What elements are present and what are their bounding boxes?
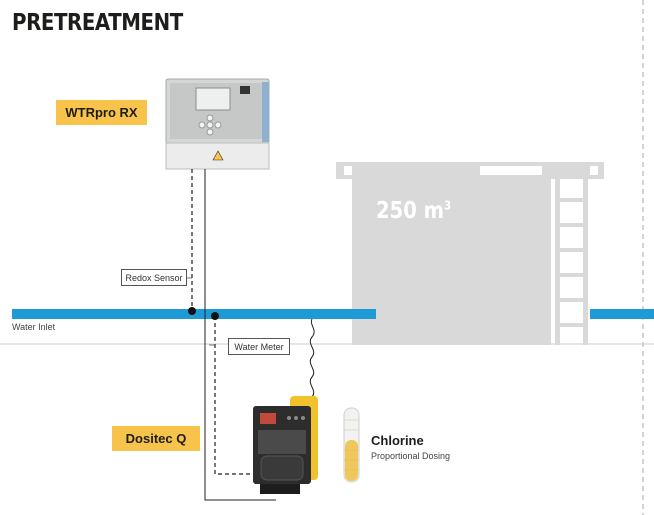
water-meter-label: Water Meter — [228, 338, 290, 355]
controller-tag: WTRpro RX — [56, 100, 147, 125]
pump-tag: Dositec Q — [112, 426, 200, 451]
controller-to-pump-line — [204, 169, 276, 501]
tank-volume-exponent: 3 — [443, 198, 452, 213]
water-meter-point — [211, 312, 219, 320]
water-tank — [336, 162, 604, 345]
redox-sensor-label: Redox Sensor — [121, 269, 187, 286]
redox-sensor-point — [188, 307, 196, 315]
chemical-description: Proportional Dosing — [371, 451, 451, 461]
meter-to-pump-dashed — [214, 316, 263, 475]
page-title: PRETREATMENT — [12, 10, 183, 36]
tank-volume-value: 250 m — [376, 198, 444, 224]
tank-volume: 250 m3 — [376, 198, 451, 224]
controller-device — [165, 78, 270, 170]
water-pipe-outlet — [590, 309, 654, 319]
dosing-pump — [253, 396, 318, 494]
chemical-container — [343, 407, 360, 483]
water-inlet-label: Water Inlet — [12, 322, 56, 332]
chemical-name: Chlorine — [371, 433, 424, 448]
